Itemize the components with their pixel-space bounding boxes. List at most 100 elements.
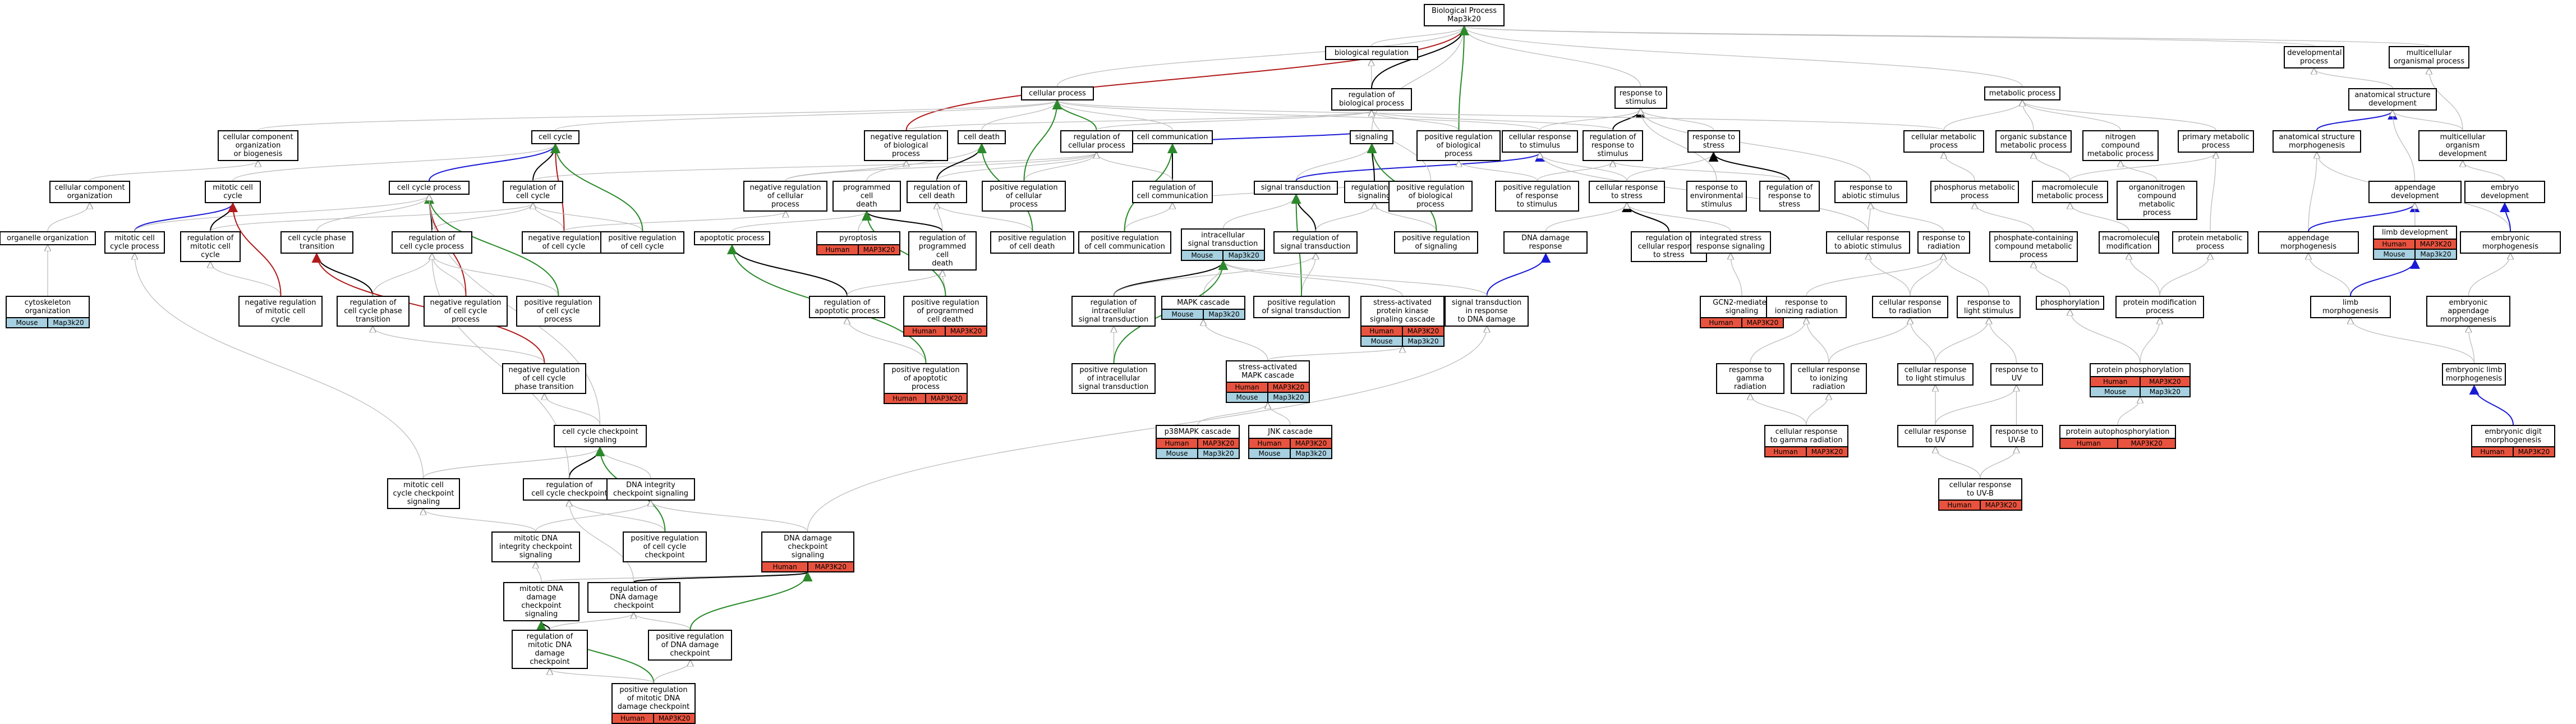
go-term-node[interactable]: embryo development bbox=[2464, 181, 2545, 203]
go-term-node[interactable]: embryonic morphogenesis bbox=[2460, 231, 2561, 254]
go-term-node[interactable]: metabolic process bbox=[1984, 86, 2061, 100]
go-term-node[interactable]: cell cycle bbox=[531, 130, 579, 144]
go-term-node[interactable]: limb morphogenesis bbox=[2310, 296, 2391, 318]
go-term-node[interactable]: cellular process bbox=[1021, 86, 1094, 100]
go-term-node[interactable]: signal transduction bbox=[1253, 181, 1338, 195]
go-term-node[interactable]: cell death bbox=[958, 130, 1006, 144]
go-term-node[interactable]: DNA damage response bbox=[1503, 231, 1588, 254]
go-term-node[interactable]: apoptotic process bbox=[693, 231, 771, 245]
go-term-node[interactable]: cell cycle process bbox=[389, 181, 470, 195]
go-term-node[interactable]: phosphorylation bbox=[2036, 296, 2104, 310]
go-term-node[interactable]: signaling bbox=[1349, 130, 1394, 144]
go-term-node[interactable]: cell communication bbox=[1132, 130, 1213, 144]
go-term-node[interactable]: appendage development bbox=[2368, 181, 2462, 203]
go-term-node[interactable]: appendage morphogenesis bbox=[2258, 231, 2359, 254]
